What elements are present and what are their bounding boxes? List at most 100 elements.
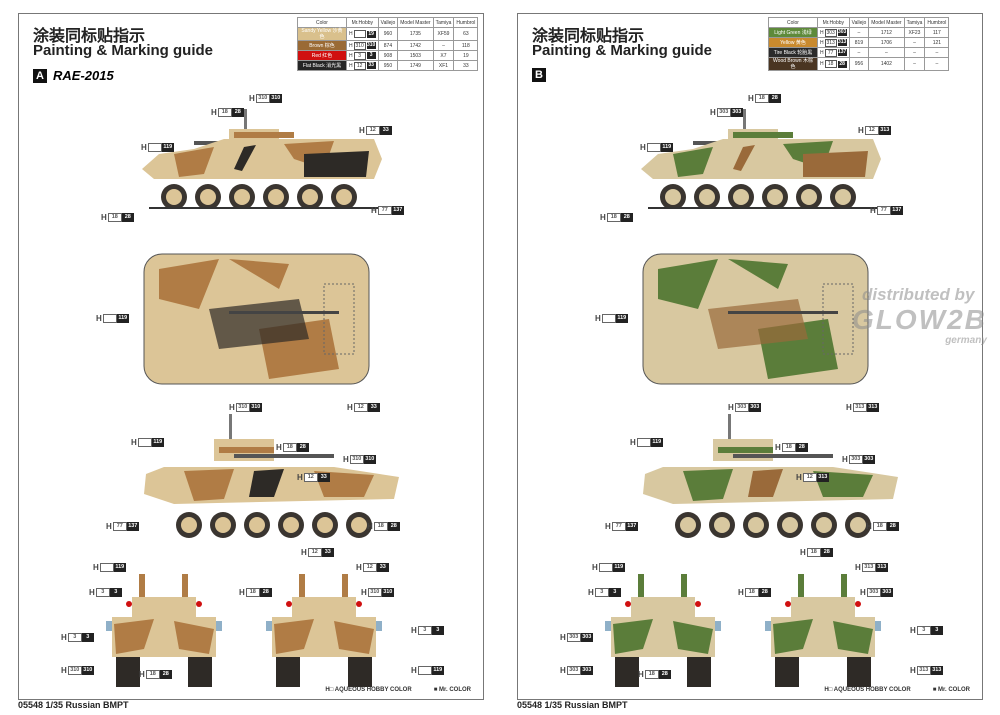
callout-mr-code: 33 [317, 473, 330, 482]
callout-aqueous-code: 3 [916, 626, 931, 635]
tamiya-code: XF1 [432, 60, 455, 71]
callout-mr-code: 119 [161, 143, 174, 152]
humbrol-code: 117 [924, 27, 950, 38]
aqueous-code [353, 30, 366, 38]
callout-aqueous-code: 12 [864, 126, 879, 135]
callout-mr-code: 310 [269, 94, 282, 103]
model-master-code: 1749 [397, 60, 434, 71]
callout-aqueous-code: 77 [112, 522, 127, 531]
callout-aqueous-code [102, 314, 117, 323]
color-table-header: Humbrol [924, 17, 950, 28]
callout-aqueous-code: 77 [876, 206, 891, 215]
callout-mr-code: 28 [259, 588, 272, 597]
callout-aqueous-code [137, 438, 152, 447]
callout-aqueous-code: 12 [802, 473, 817, 482]
callout-mr-code: 28 [159, 670, 172, 679]
aqueous-code: 310 [353, 41, 366, 50]
model-master-code: 1402 [868, 57, 905, 71]
tamiya-code: XF59 [432, 27, 455, 41]
color-table-header: Model Master [868, 17, 905, 28]
callout-aqueous-code: 12 [303, 473, 318, 482]
aqueous-code: 3 [353, 51, 366, 60]
product-title-b: 05548 1/35 Russian BMPT [517, 700, 628, 710]
callout-aqueous-code: 303 [734, 403, 749, 412]
humbrol-code: – [924, 47, 950, 58]
callout-aqueous-code [417, 666, 432, 675]
humbrol-code: 33 [453, 60, 479, 71]
mr-color-code: 310 [366, 42, 376, 49]
callout-mr-code: 313 [866, 403, 879, 412]
callout-mr-code: 28 [231, 108, 244, 117]
legend: H□ AQUEOUS HOBBY COLOR■ Mr. COLOR [824, 687, 970, 693]
callout-mr-code: 33 [379, 126, 392, 135]
callout-mr-code: 28 [121, 213, 134, 222]
callout-mr-code: 137 [890, 206, 903, 215]
aqueous-code: 303 [824, 28, 837, 37]
callout-mr-code: 28 [795, 443, 808, 452]
callout-mr-code: 28 [820, 548, 833, 557]
aqueous-code: 18 [824, 60, 837, 68]
callout-aqueous-code: 18 [217, 108, 232, 117]
callout-mr-code: 119 [615, 314, 628, 323]
callout-mr-code: 119 [612, 563, 625, 572]
callout-aqueous-code: 18 [107, 213, 122, 222]
vallejo-code: 960 [377, 27, 399, 41]
callout-aqueous-code: 303 [566, 666, 581, 675]
watermark-line1: distributed by [862, 285, 975, 304]
color-table-header: Color [768, 17, 818, 28]
callout-mr-code: 303 [730, 108, 743, 117]
callout-mr-code: 119 [650, 438, 663, 447]
callout-mr-code: 33 [321, 548, 334, 557]
callout-aqueous-code: 310 [67, 666, 82, 675]
callout-aqueous-code: 77 [611, 522, 626, 531]
scheme-badge: B [532, 68, 546, 82]
vallejo-code: 908 [377, 50, 399, 61]
legend: H□ AQUEOUS HOBBY COLOR■ Mr. COLOR [325, 687, 471, 693]
vallejo-code: – [848, 27, 870, 38]
humbrol-code: 63 [453, 27, 479, 41]
callout-mr-code: 3 [930, 626, 943, 635]
painting-guide-page-b: 涂装同标贴指示 Painting & Marking guide B Color… [517, 13, 983, 700]
callout-aqueous-code: 303 [866, 588, 881, 597]
color-name: Red 红色 [297, 50, 347, 61]
callout-mr-code: 3 [109, 588, 122, 597]
color-table-header: Vallejo [377, 17, 399, 28]
callout-aqueous-code: 303 [566, 633, 581, 642]
mr-color-code: 3 [366, 52, 376, 59]
color-name: Brown 棕色 [297, 40, 347, 51]
callout-aqueous-code: 3 [594, 588, 609, 597]
color-name: Wood Brown 木棕色 [768, 57, 818, 71]
mr-color-code: 33 [366, 62, 376, 69]
callout-aqueous-code: 310 [255, 94, 270, 103]
callout-mr-code: 119 [151, 438, 164, 447]
callout-mr-code: 28 [620, 213, 633, 222]
